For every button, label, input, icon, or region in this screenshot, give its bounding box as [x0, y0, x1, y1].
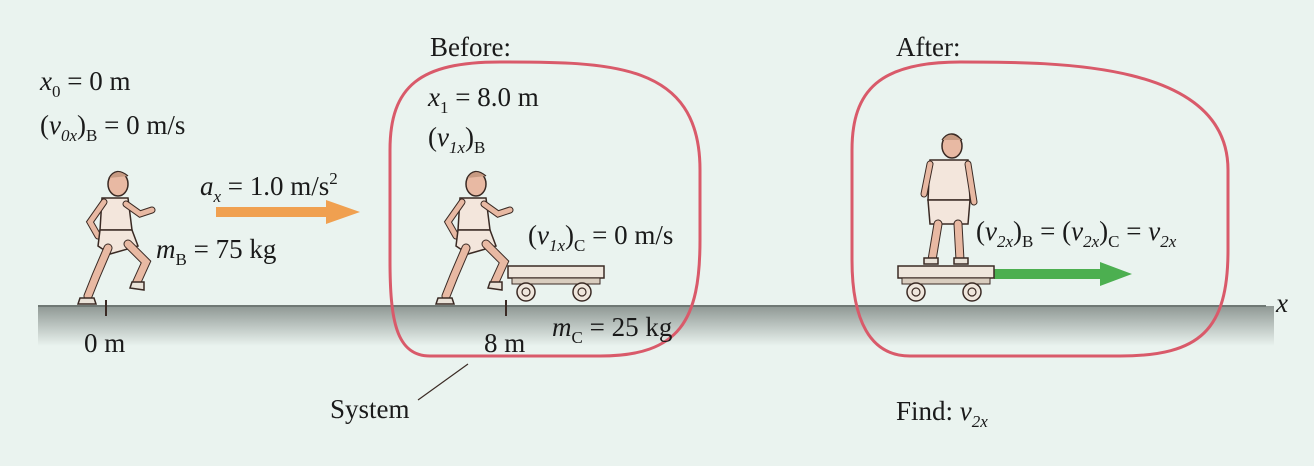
label-v2-equation: (v2x)B = (v2x)C = v2x: [976, 216, 1177, 251]
find-label: Find: v2x: [896, 396, 988, 431]
x-axis-label: x: [1276, 288, 1288, 318]
acceleration-arrow: [216, 200, 360, 224]
label-v1c: (v1x)C = 0 m/s: [528, 220, 674, 255]
runner-start: [78, 171, 152, 304]
system-label: System: [330, 394, 410, 424]
standing-boy: [920, 133, 978, 265]
label-mb: mB = 75 kg: [156, 234, 277, 269]
tick-label-0m: 0 m: [84, 328, 126, 358]
label-v1b: (v1x)B: [428, 122, 486, 157]
label-acceleration: ax = 1.0 m/s2: [200, 169, 338, 206]
after-heading: After:: [896, 32, 961, 62]
label-x1: x1 = 8.0 m: [428, 82, 539, 117]
label-x0: x0 = 0 m: [40, 66, 131, 101]
system-boundary-after: [850, 60, 1230, 358]
label-mc: mC = 25 kg: [552, 312, 673, 347]
wagon-after: [897, 265, 995, 302]
system-boundary-before: [388, 60, 702, 358]
wagon-before: [507, 265, 605, 302]
before-heading: Before:: [430, 32, 511, 62]
runner-before: [436, 171, 510, 304]
ground: [38, 306, 1274, 346]
tick-label-8m: 8 m: [484, 328, 526, 358]
system-leader-line: [417, 363, 469, 401]
velocity-arrow: [994, 262, 1132, 286]
label-v0b: (v0x)B = 0 m/s: [40, 110, 186, 145]
